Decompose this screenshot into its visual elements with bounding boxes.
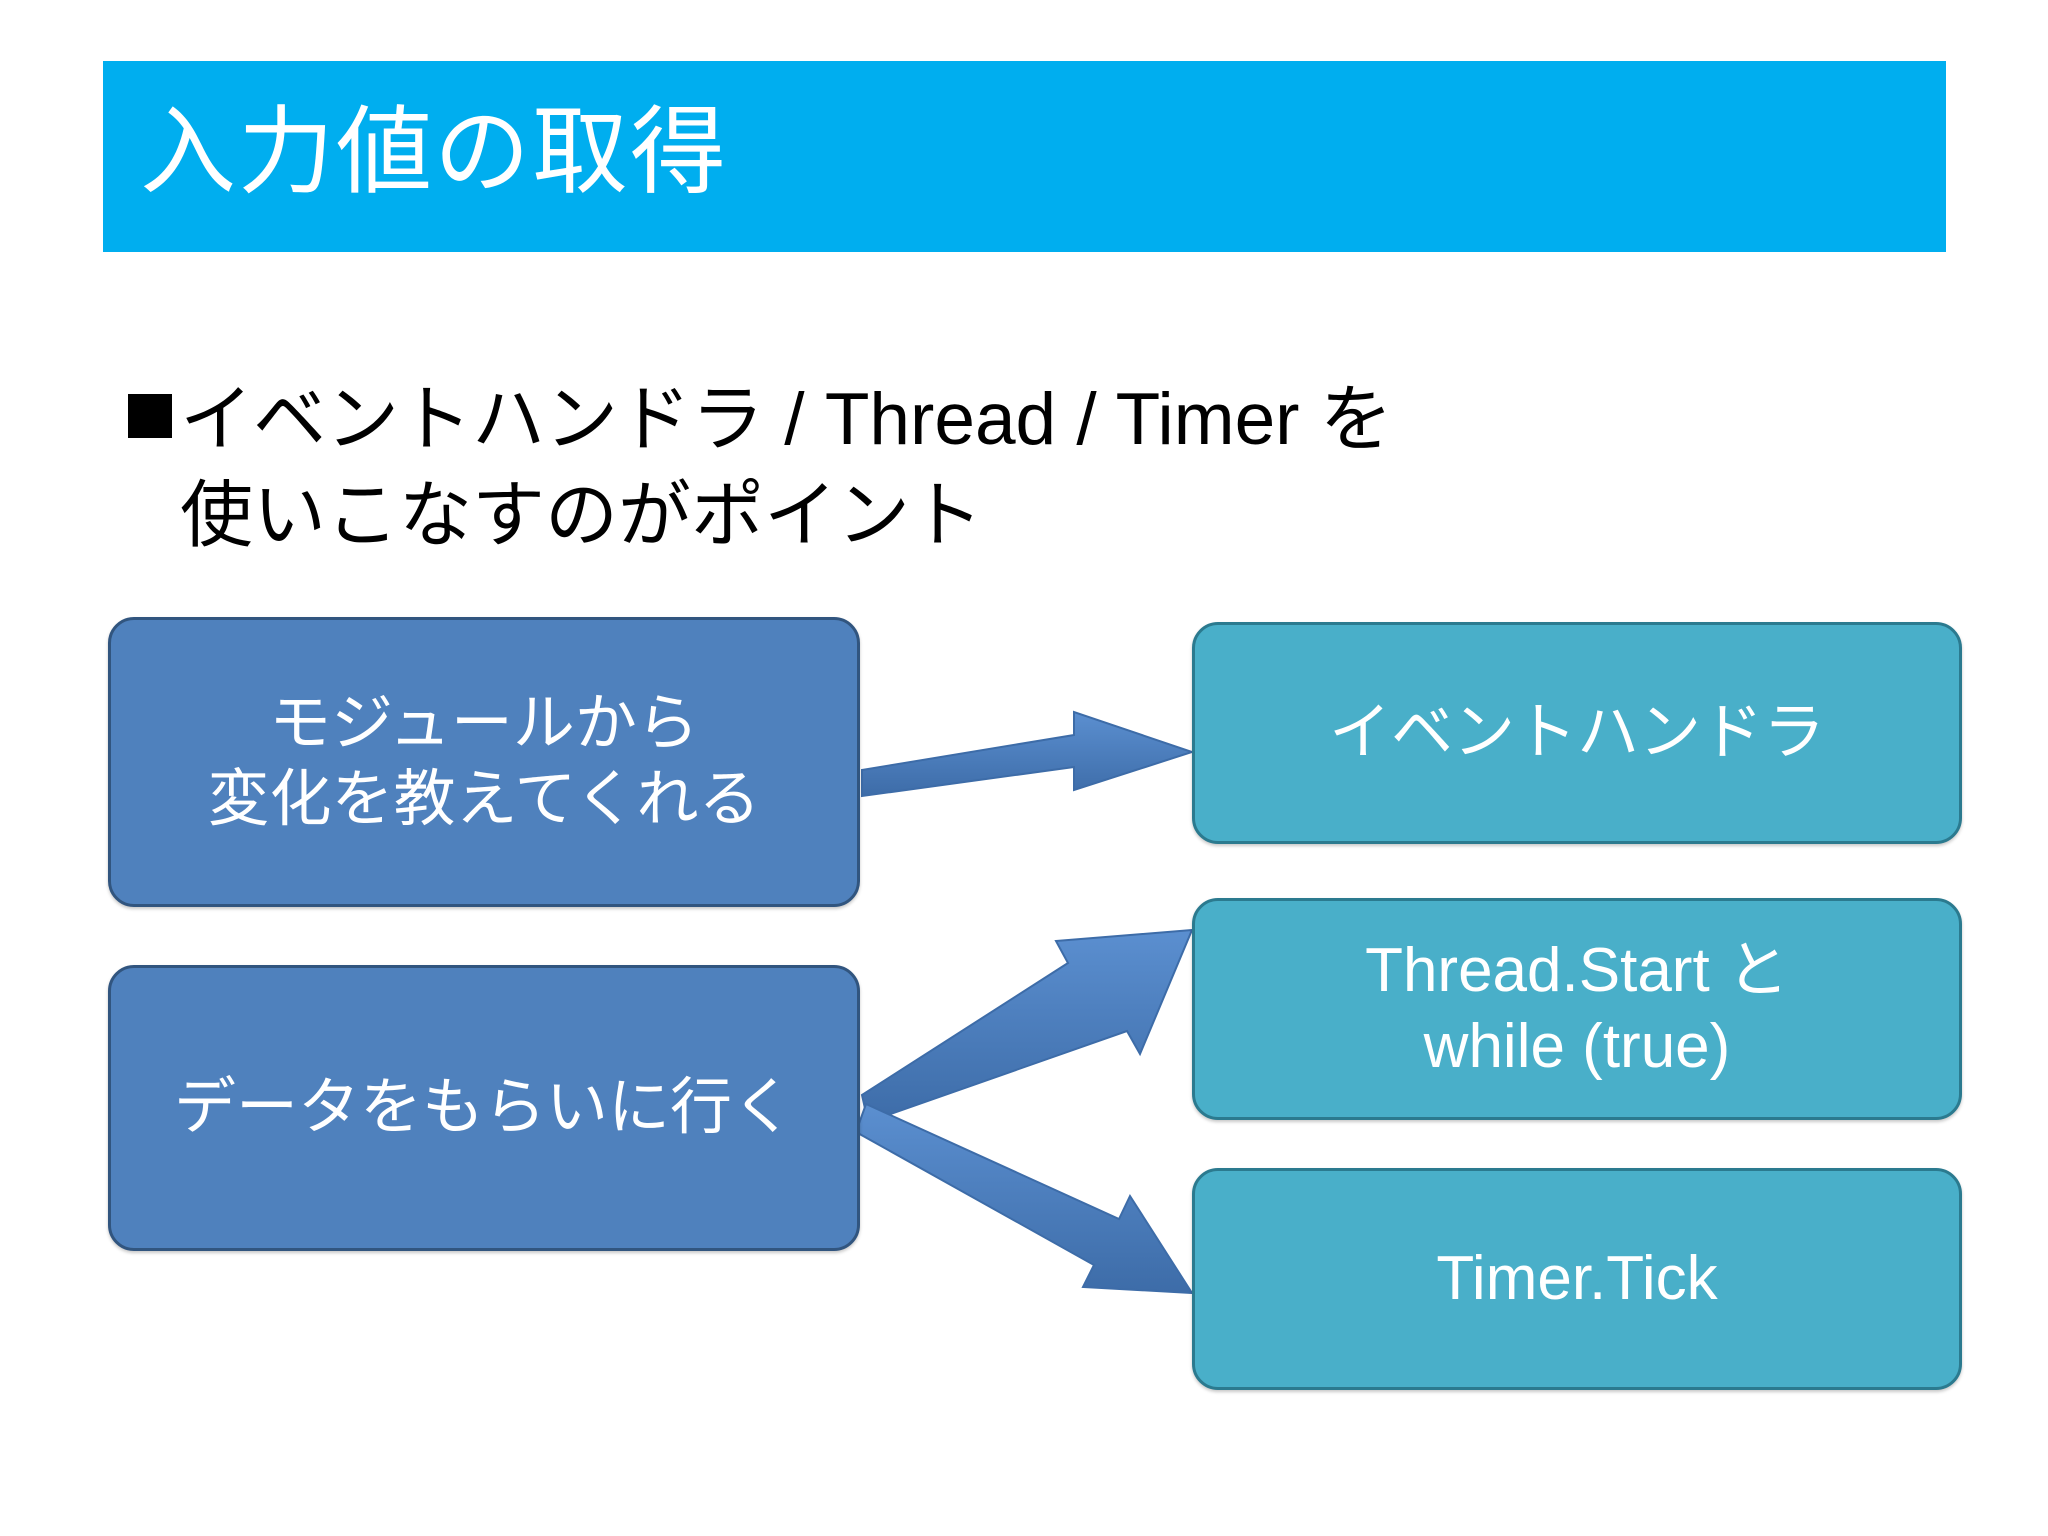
arrow-fetch-to-timer (854, 1102, 1194, 1295)
diagram-node-fetch-label: データをもらいに行く (173, 1073, 794, 1143)
bullet-list-item: イベントハンドラ / Thread / Timer を 使いこなすのがポイント (128, 372, 1688, 565)
diagram-node-timer-tick[interactable]: Timer.Tick (1192, 1168, 1962, 1390)
title-banner (103, 61, 1946, 252)
square-bullet-icon (128, 394, 172, 438)
arrow-fetch-to-thread (860, 928, 1194, 1124)
bullet-line-2: 使いこなすのがポイント (180, 475, 983, 557)
page-title: 入力値の取得 (140, 98, 728, 206)
bullet-line-1: イベントハンドラ / Thread / Timer を (180, 379, 1393, 460)
diagram-node-thread-start[interactable]: Thread.Start と while (true) (1192, 898, 1962, 1120)
arrow-module-to-event (861, 710, 1196, 798)
diagram-node-event-handler-label: イベントハンドラ (1328, 698, 1825, 768)
diagram-node-event-handler[interactable]: イベントハンドラ (1192, 622, 1962, 844)
diagram-node-thread-start-label: Thread.Start と while (true) (1365, 936, 1789, 1081)
diagram-node-module-label: モジュールから 変化を教えてくれる (207, 689, 761, 834)
diagram-node-fetch[interactable]: データをもらいに行く (108, 965, 860, 1251)
bullet-text: イベントハンドラ / Thread / Timer を 使いこなすのがポイント (180, 372, 1688, 565)
bullet-block: イベントハンドラ / Thread / Timer を 使いこなすのがポイント (128, 372, 1688, 565)
diagram-node-timer-tick-label: Timer.Tick (1436, 1244, 1718, 1314)
diagram-node-module[interactable]: モジュールから 変化を教えてくれる (108, 617, 860, 907)
